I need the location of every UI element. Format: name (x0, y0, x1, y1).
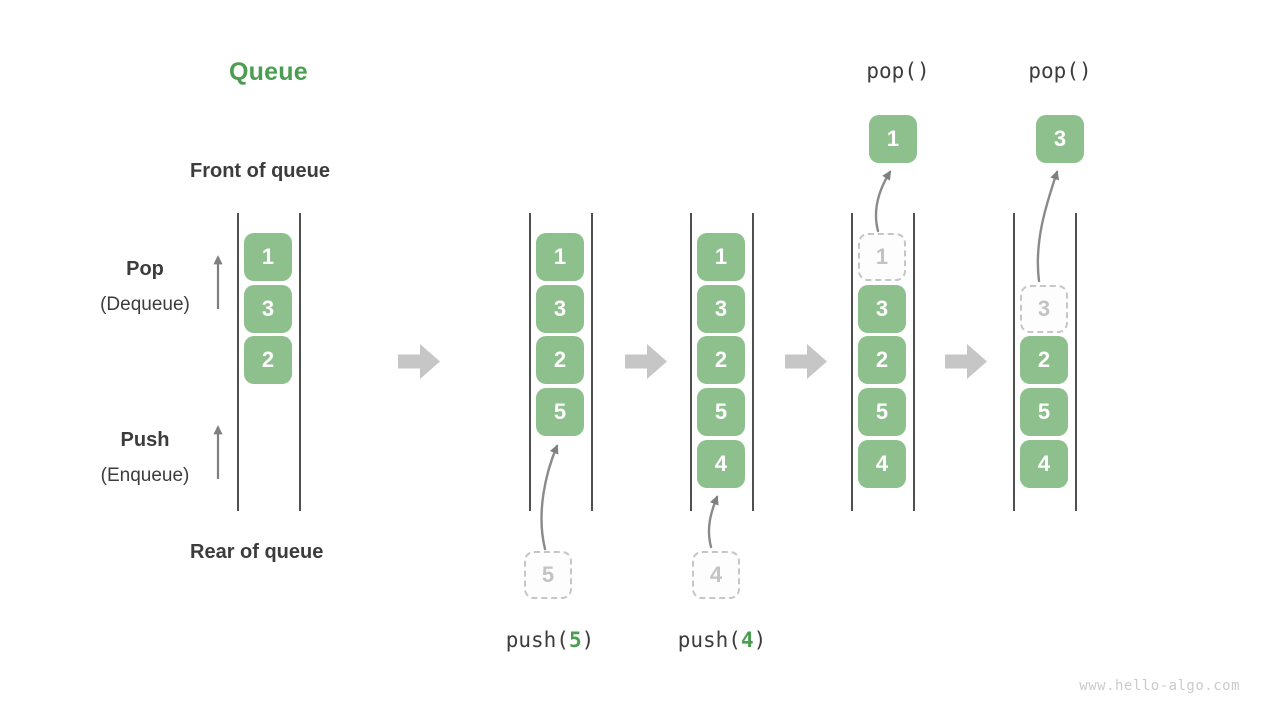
push-operation-label: push(5) (506, 628, 595, 652)
flow-arrow-1 (398, 344, 440, 379)
queue-item: 5 (858, 388, 906, 436)
queue-rail-left (690, 213, 692, 511)
queue-item: 5 (1020, 388, 1068, 436)
flow-arrow-4 (945, 344, 987, 379)
incoming-item: 4 (692, 551, 740, 599)
queue-item: 5 (536, 388, 584, 436)
pop-name: Pop (126, 258, 164, 280)
push-side-label: Push (Enqueue) (40, 429, 250, 486)
op-arg: 4 (740, 628, 754, 652)
queue-rail-left (851, 213, 853, 511)
queue-item: 4 (858, 440, 906, 488)
push-operation-label: push(4) (678, 628, 767, 652)
queue-item-dequeued: 3 (1020, 285, 1068, 333)
queue-item: 1 (536, 233, 584, 281)
push-4-arrow (707, 495, 719, 549)
op-prefix: push( (677, 628, 741, 652)
queue-item: 3 (244, 285, 292, 333)
rear-of-queue-label: Rear of queue (190, 541, 324, 563)
incoming-item: 5 (524, 551, 572, 599)
op-prefix: pop() (1028, 59, 1092, 83)
queue-item-dequeued: 1 (858, 233, 906, 281)
diagram-title: Queue (229, 58, 308, 86)
queue-item: 2 (697, 336, 745, 384)
queue-item: 5 (697, 388, 745, 436)
push-name: Push (120, 429, 170, 451)
queue-item: 1 (244, 233, 292, 281)
flow-arrow-2 (625, 344, 667, 379)
queue-item: 2 (858, 336, 906, 384)
pop-1-arrow (874, 170, 892, 233)
queue-item: 4 (697, 440, 745, 488)
op-suffix: ) (581, 628, 595, 652)
op-prefix: pop() (866, 59, 930, 83)
pop-operation-label: pop() (866, 59, 929, 83)
op-prefix: push( (505, 628, 569, 652)
queue-item: 3 (697, 285, 745, 333)
push-5-arrow (540, 444, 559, 551)
queue-item: 4 (1020, 440, 1068, 488)
queue-item: 2 (244, 336, 292, 384)
queue-item: 1 (697, 233, 745, 281)
popped-item: 3 (1036, 115, 1084, 163)
queue-rail-left (237, 213, 239, 511)
queue-item: 2 (536, 336, 584, 384)
queue-rail-right (591, 213, 593, 511)
queue-rail-left (529, 213, 531, 511)
pop-3-arrow (1036, 170, 1060, 283)
front-of-queue-label: Front of queue (190, 160, 330, 182)
queue-item: 3 (858, 285, 906, 333)
pop-operation-label: pop() (1028, 59, 1091, 83)
queue-item: 3 (536, 285, 584, 333)
op-suffix: ) (753, 628, 767, 652)
flow-arrow-3 (785, 344, 827, 379)
watermark: www.hello-algo.com (1079, 678, 1240, 694)
queue-item: 2 (1020, 336, 1068, 384)
queue-rail-left (1013, 213, 1015, 511)
popped-item: 1 (869, 115, 917, 163)
push-alias: (Enqueue) (100, 465, 190, 486)
queue-rail-right (299, 213, 301, 511)
queue-rail-right (752, 213, 754, 511)
queue-rail-right (1075, 213, 1077, 511)
op-arg: 5 (568, 628, 582, 652)
pop-alias: (Dequeue) (100, 294, 190, 315)
pop-side-label: Pop (Dequeue) (40, 258, 250, 315)
queue-rail-right (913, 213, 915, 511)
